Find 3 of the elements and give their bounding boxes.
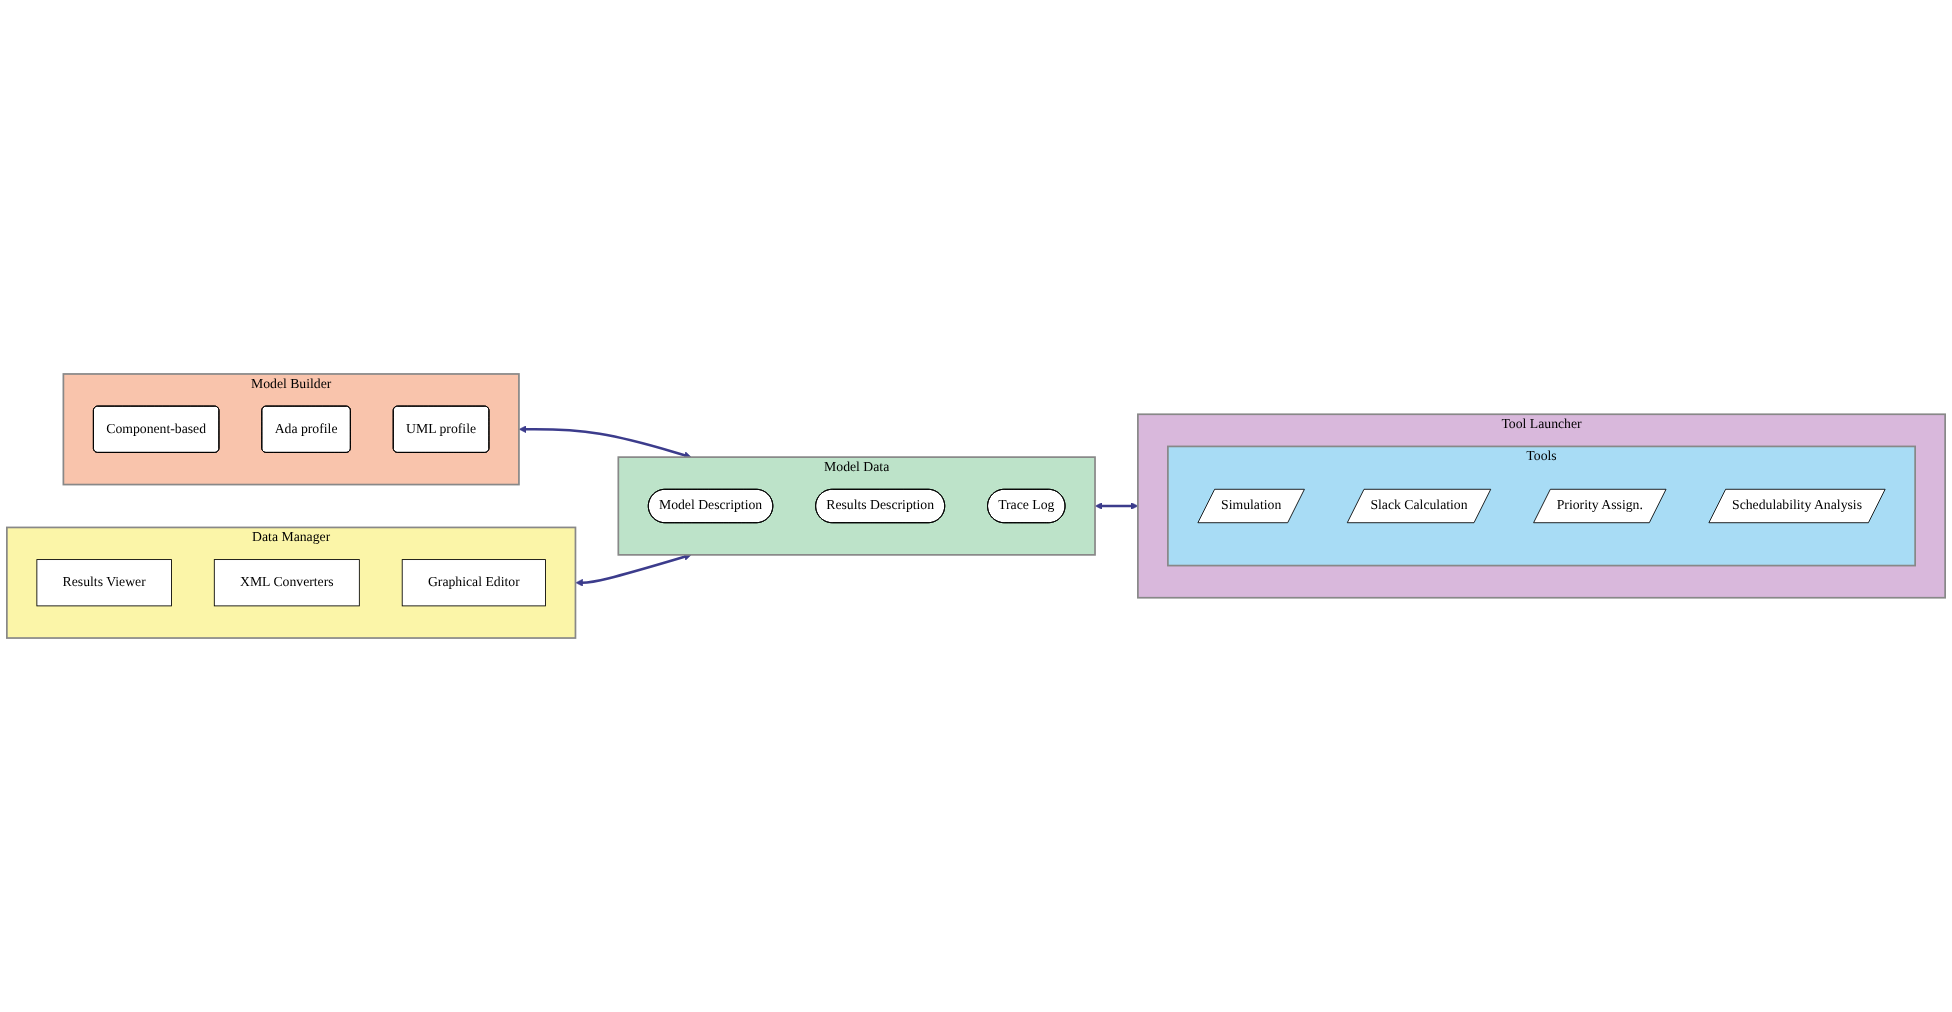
arrow — [575, 553, 692, 587]
arrow — [518, 425, 692, 459]
arrow — [1095, 502, 1139, 510]
